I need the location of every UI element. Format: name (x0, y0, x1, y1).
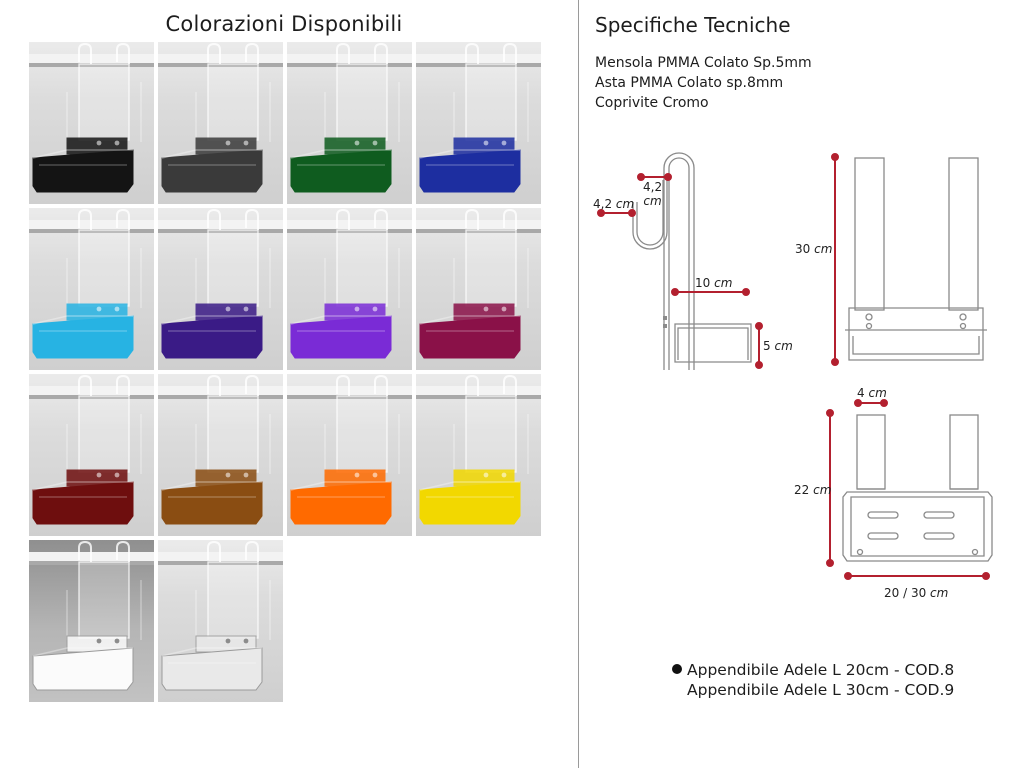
bullet-icon (672, 664, 682, 674)
color-swatch-black (29, 42, 154, 204)
top-view-drawing (826, 399, 993, 580)
panel-divider (578, 0, 579, 768)
code-item: Appendibile Adele L 20cm - COD.8 (672, 660, 954, 680)
color-swatch-smoke-grey (158, 42, 283, 204)
color-swatch-green (287, 42, 412, 204)
shelf-depth-label: 10 cm (695, 276, 733, 290)
spec-item-shelf: Mensola PMMA Colato Sp.5mm (595, 55, 812, 71)
color-swatch-orange (287, 374, 412, 536)
specs-title: Specifiche Tecniche (595, 13, 791, 37)
color-swatch-white (29, 540, 154, 702)
width-label: 20 / 30 cm (884, 586, 949, 600)
color-swatch-grid (29, 42, 543, 708)
rod-width-label: 4 cm (857, 386, 887, 400)
spec-list: Mensola PMMA Colato Sp.5mm Asta PMMA Col… (595, 53, 812, 113)
front-view-drawing (831, 153, 987, 366)
color-swatch-red (29, 374, 154, 536)
color-swatch-violet (287, 208, 412, 370)
color-swatch-light-blue (29, 208, 154, 370)
colors-title: Colorazioni Disponibili (165, 12, 403, 36)
hook-width-label: 4,2 cm (593, 197, 635, 211)
total-height-label: 30 cm (795, 242, 833, 256)
color-swatch-fuchsia (416, 208, 541, 370)
color-swatch-blue (416, 42, 541, 204)
back-height-label: 22 cm (794, 483, 832, 497)
color-swatch-indigo (158, 208, 283, 370)
side-view-drawing (597, 152, 763, 370)
color-swatch-brown (158, 374, 283, 536)
shelf-height-label: 5 cm (763, 339, 793, 353)
spec-item-screw-cover: Coprivite Cromo (595, 95, 709, 111)
spec-item-rod: Asta PMMA Colato sp.8mm (595, 75, 784, 91)
code-item: Appendibile Adele L 30cm - COD.9 (687, 681, 955, 699)
color-swatch-clear (158, 540, 283, 702)
color-swatch-yellow (416, 374, 541, 536)
product-codes: Appendibile Adele L 20cm - COD.8 Appendi… (672, 660, 954, 700)
